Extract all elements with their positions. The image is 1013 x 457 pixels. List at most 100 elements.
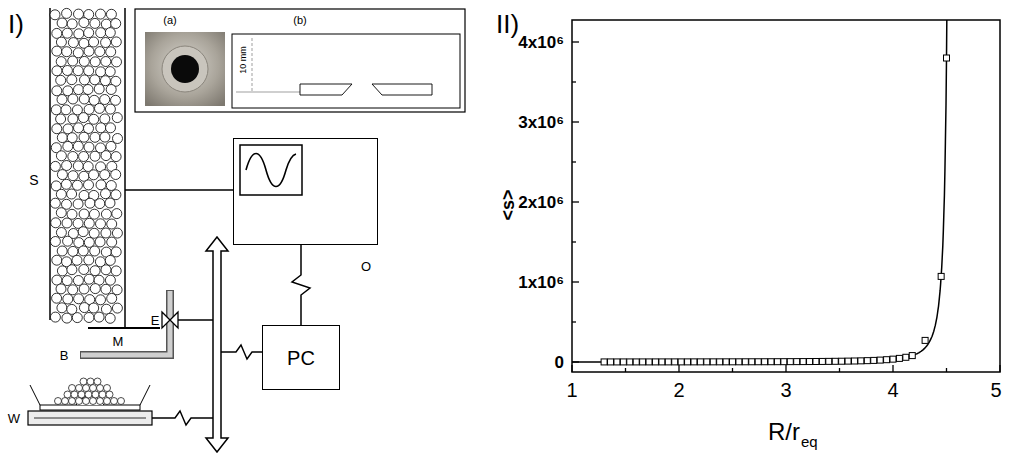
data-point xyxy=(652,359,658,365)
bead xyxy=(52,255,62,265)
data-point xyxy=(620,359,626,365)
data-point xyxy=(781,359,787,365)
orifice-plate xyxy=(88,327,160,329)
data-point xyxy=(944,55,950,61)
bead xyxy=(56,37,66,47)
panel-label: I) xyxy=(8,11,24,37)
data-point xyxy=(909,353,915,359)
x-tick-label: 2 xyxy=(673,380,684,400)
data-point xyxy=(601,359,607,365)
bead xyxy=(99,391,106,398)
x-tick-label: 5 xyxy=(990,380,1001,400)
oscilloscope-box: O xyxy=(233,138,378,245)
bead xyxy=(101,189,111,199)
bead xyxy=(89,170,99,180)
bead xyxy=(96,180,106,190)
bead xyxy=(105,67,115,77)
bead xyxy=(52,86,62,96)
box-label: PC xyxy=(287,348,315,368)
bead xyxy=(100,76,110,86)
data-point xyxy=(762,359,768,365)
bead xyxy=(84,255,94,265)
bead xyxy=(79,113,89,123)
data-point xyxy=(858,358,864,364)
data-point xyxy=(832,358,838,364)
bead xyxy=(67,189,77,199)
plate-section xyxy=(300,84,352,95)
bead xyxy=(73,276,83,286)
data-point xyxy=(717,359,723,365)
y-tick xyxy=(572,81,576,82)
air-pipe xyxy=(80,290,170,355)
bead xyxy=(72,313,82,323)
data-point xyxy=(807,359,813,365)
bead xyxy=(112,209,122,219)
inset-label: (b) xyxy=(293,15,306,26)
data-point xyxy=(884,357,890,363)
y-tick-label: 2x10⁶ xyxy=(518,194,564,211)
bead xyxy=(68,285,78,295)
bead xyxy=(89,209,99,219)
x-tick xyxy=(678,365,679,372)
signal-cable xyxy=(292,245,310,325)
data-point xyxy=(877,357,883,363)
data-point xyxy=(710,359,716,365)
bead xyxy=(90,246,100,256)
bead xyxy=(84,180,94,190)
bead xyxy=(84,237,94,247)
bead xyxy=(104,398,111,405)
data-point xyxy=(774,359,780,365)
data-point xyxy=(755,359,761,365)
bead xyxy=(84,142,94,152)
bead xyxy=(111,152,121,162)
sensor-wire xyxy=(125,189,233,191)
bead xyxy=(90,18,100,28)
bead xyxy=(105,255,115,265)
bead xyxy=(80,75,90,85)
bead xyxy=(74,294,84,304)
data-point xyxy=(787,359,793,365)
data-point xyxy=(685,359,691,365)
bead xyxy=(105,198,115,208)
bead xyxy=(104,385,111,392)
data-point xyxy=(922,337,928,343)
bead xyxy=(56,151,66,161)
silo-wall xyxy=(49,8,51,320)
bead xyxy=(63,236,73,246)
balance xyxy=(28,378,152,425)
part-label: B xyxy=(60,349,69,362)
bead xyxy=(107,293,117,303)
bead xyxy=(95,47,105,57)
part-label: M xyxy=(113,335,124,348)
bead xyxy=(111,95,121,105)
bead xyxy=(90,385,97,392)
data-point xyxy=(659,359,665,365)
data-point xyxy=(749,359,755,365)
bead xyxy=(63,141,73,151)
bead xyxy=(79,284,89,294)
bead xyxy=(79,152,89,162)
data-bus xyxy=(206,237,228,452)
orifice-photo xyxy=(145,32,225,106)
bead xyxy=(90,398,97,405)
bead xyxy=(51,105,61,115)
x-tick-label: 4 xyxy=(887,380,898,400)
bead xyxy=(73,199,83,209)
bead xyxy=(94,378,101,385)
bead xyxy=(64,391,71,398)
data-point xyxy=(640,359,646,365)
bead xyxy=(67,265,77,275)
bead xyxy=(90,151,100,161)
bead xyxy=(74,85,84,95)
y-tick-label: 0 xyxy=(555,354,564,371)
bead xyxy=(105,28,115,38)
bead xyxy=(57,170,67,180)
bead xyxy=(90,266,100,276)
bead xyxy=(105,275,115,285)
bead xyxy=(79,18,89,28)
bead xyxy=(61,179,71,189)
plot-content xyxy=(572,0,1000,372)
data-point xyxy=(646,359,652,365)
bead xyxy=(74,123,84,133)
